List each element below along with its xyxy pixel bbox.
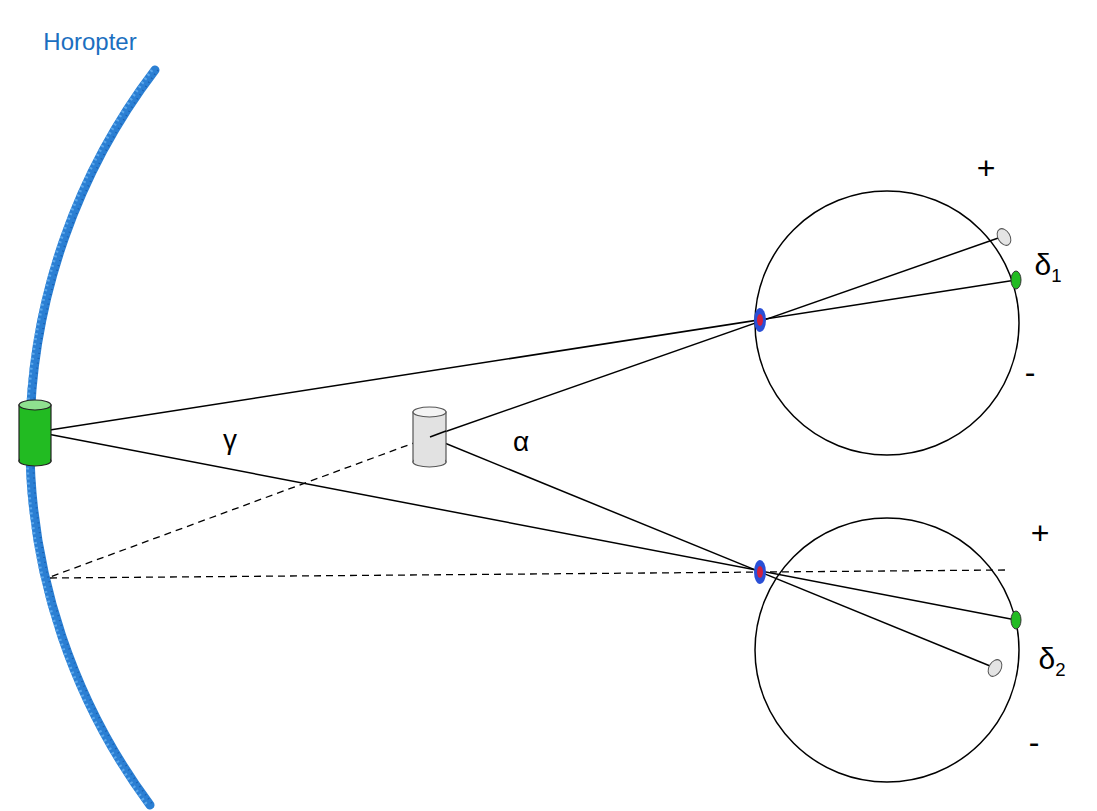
object-cylinder (19, 405, 51, 461)
curve-title: Horopter (43, 30, 136, 54)
retinal-image (994, 226, 1013, 248)
symbol: δ (1034, 248, 1051, 281)
subscript: 2 (1055, 659, 1065, 680)
subscript: 1 (1051, 265, 1061, 286)
eye (755, 518, 1019, 782)
ray (430, 437, 995, 668)
ray (37, 432, 1016, 620)
angle-label: γ (223, 426, 237, 454)
disparity-label: δ1 (1034, 250, 1061, 285)
sign-label: + (1031, 517, 1050, 549)
retinal-image (985, 657, 1004, 679)
nodal-point (754, 308, 766, 332)
nodal-point (757, 566, 763, 578)
symbol: δ (1038, 642, 1055, 675)
retinal-image (1011, 271, 1021, 289)
object-cylinder (413, 412, 446, 462)
object-cylinder (414, 413, 445, 462)
nodal-point (754, 560, 766, 584)
object-cylinder (20, 406, 50, 461)
object-cylinder (19, 400, 51, 410)
retinal-image (1011, 611, 1021, 629)
sign-label: - (1025, 356, 1036, 388)
ray (430, 236, 1004, 437)
disparity-label: δ2 (1038, 644, 1065, 679)
sign-label: + (977, 152, 996, 184)
horopter-texture (33, 70, 158, 805)
nodal-point (757, 314, 763, 326)
dashed-ray (50, 570, 1006, 578)
ray (37, 280, 1016, 432)
object-cylinder (413, 407, 446, 417)
dashed-ray (50, 437, 430, 577)
eye (755, 191, 1019, 455)
angle-label: α (513, 428, 529, 456)
sign-label: - (1029, 726, 1040, 758)
ray (430, 431, 446, 437)
